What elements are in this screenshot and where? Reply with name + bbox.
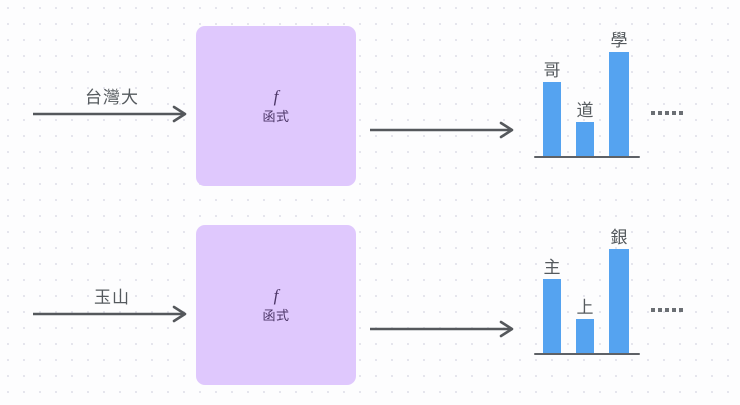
ellipsis-dot — [672, 111, 676, 115]
ellipsis-dot — [672, 308, 676, 312]
bar-label-row-1-2: 學 — [610, 31, 628, 50]
function-name-row-1: 函式 — [262, 108, 290, 124]
bar-row-1-0 — [543, 82, 561, 156]
arrow-shaft-icon-row-2 — [33, 305, 187, 323]
output-chart-row-1: 哥 道 學 — [534, 28, 640, 158]
input-arrow-row-1: 台灣大 — [33, 80, 191, 124]
bar-label-row-2-0: 主 — [543, 258, 561, 277]
bar-label-row-2-2: 銀 — [610, 228, 628, 247]
function-symbol-row-1: f — [273, 86, 279, 106]
ellipsis-dot — [651, 111, 655, 115]
ellipsis-row-1 — [651, 111, 683, 115]
chart-baseline-row-1 — [534, 156, 640, 158]
input-label-row-2: 玉山 — [94, 288, 130, 307]
ellipsis-dot — [658, 308, 662, 312]
output-arrow-row-1 — [370, 96, 518, 140]
arrow-shaft-icon-output-row-2 — [370, 320, 514, 338]
input-arrow-row-2: 玉山 — [33, 280, 191, 324]
arrow-shaft-icon-row-1 — [33, 105, 187, 123]
ellipsis-dot — [679, 111, 683, 115]
bar-row-1-2 — [609, 52, 629, 156]
bar-label-row-1-0: 哥 — [543, 61, 561, 80]
bar-label-row-1-1: 道 — [576, 101, 594, 120]
output-arrow-row-2 — [370, 295, 518, 339]
input-label-row-1: 台灣大 — [85, 88, 139, 107]
function-name-row-2: 函式 — [262, 307, 290, 323]
bar-label-row-2-1: 上 — [576, 298, 594, 317]
function-box-row-2[interactable]: f 函式 — [196, 225, 356, 385]
ellipsis-dot — [665, 308, 669, 312]
ellipsis-dot — [679, 308, 683, 312]
ellipsis-dot — [658, 111, 662, 115]
bar-row-2-1 — [576, 319, 594, 353]
ellipsis-dot — [651, 308, 655, 312]
function-symbol-row-2: f — [273, 285, 279, 305]
chart-baseline-row-2 — [534, 353, 640, 355]
function-box-row-1[interactable]: f 函式 — [196, 26, 356, 186]
arrow-shaft-icon-output-row-1 — [370, 121, 514, 139]
ellipsis-row-2 — [651, 308, 683, 312]
output-chart-row-2: 主 上 銀 — [534, 225, 640, 355]
bar-row-1-1 — [576, 122, 594, 156]
bar-row-2-2 — [609, 249, 629, 353]
ellipsis-dot — [665, 111, 669, 115]
bar-row-2-0 — [543, 279, 561, 353]
